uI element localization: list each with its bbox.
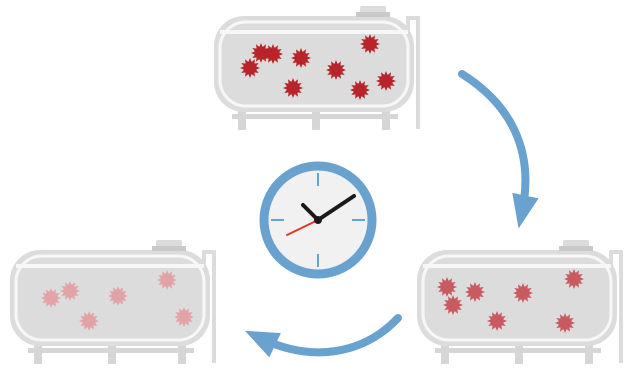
tank-low-contamination: [10, 240, 214, 364]
clock-icon: [264, 166, 372, 274]
curved-arrow-icon: [462, 74, 525, 212]
tank-high-contamination: [214, 6, 418, 130]
tank-reduced-contamination: [417, 240, 621, 364]
curved-arrow-icon: [260, 318, 398, 352]
